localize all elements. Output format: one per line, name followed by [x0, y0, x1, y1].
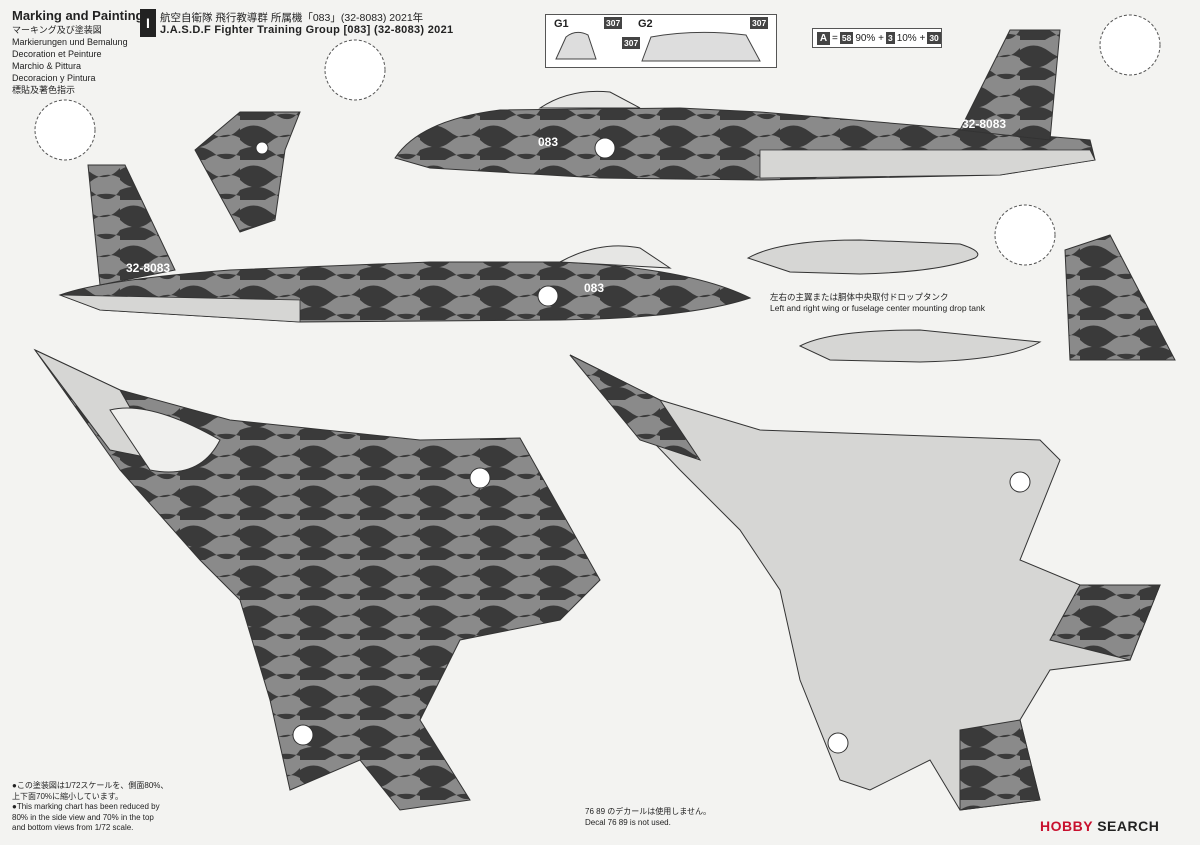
- color-a-badge: A: [817, 31, 830, 45]
- drop-tanks: [746, 239, 1042, 363]
- header-line-fr: Decoration et Peinture: [12, 49, 102, 59]
- g1-code: 307: [604, 17, 623, 29]
- page-title: Marking and Painting: [12, 8, 144, 23]
- g1-code-2: 307: [622, 37, 641, 49]
- drop-tank-caption-jp: 左右の主翼または胴体中央取付ドロップタンク: [770, 292, 949, 302]
- color-58: 58: [839, 32, 854, 44]
- color-30: 30: [927, 32, 941, 44]
- scale-note-line: 80% in the side view and 70% in the top: [12, 812, 154, 822]
- color-mix-formula: A = 58 90% + 3 10% + 30: [812, 28, 942, 48]
- pct-90: 90% +: [855, 32, 884, 44]
- scale-note-line: and bottom views from 1/72 scale.: [12, 823, 134, 832]
- top-view: [33, 348, 601, 811]
- g2-code: 307: [750, 17, 769, 29]
- canopy-detail-box: G1 G2 307 307 307: [545, 14, 777, 68]
- hobby-search-logo: HOBBY SEARCH: [1040, 818, 1159, 834]
- vertical-tail-right: [1064, 234, 1176, 361]
- pct-10: 10% +: [896, 32, 926, 44]
- scale-note-line: ●この塗装図は1/72スケールを、側面80%、: [12, 781, 169, 790]
- subtitle-jp: 航空自衛隊 飛行教導群 所属機「083」(32-8083) 2021年: [160, 12, 424, 24]
- g1-label: G1: [554, 18, 569, 30]
- logo-rest: SEARCH: [1092, 818, 1160, 834]
- drop-tank-caption-en: Left and right wing or fuselage center m…: [770, 303, 985, 313]
- header-line-es: Decoracion y Pintura: [12, 73, 96, 83]
- decal-note: 76 89 のデカールは使用しません。 Decal 76 89 is not u…: [585, 806, 711, 828]
- vertical-tail-left: [194, 111, 301, 233]
- header-line-it: Marchio & Pittura: [12, 61, 82, 71]
- header-line-de: Markierungen und Bemalung: [12, 37, 128, 47]
- scale-note: ●この塗装図は1/72スケールを、側面80%、 上下面70%に縮小しています。 …: [12, 781, 182, 834]
- side-code-middle: 083: [584, 281, 604, 295]
- g2-label: G2: [638, 18, 653, 30]
- header-line-cn: 標貼及著色指示: [12, 85, 76, 95]
- subtitle-en: J.A.S.D.F Fighter Training Group [083] (…: [160, 24, 454, 36]
- side-serial-top: 32-8083: [962, 117, 1006, 131]
- side-view-middle: 32-8083 083: [58, 164, 752, 323]
- decal-note-jp: 76 89 のデカールは使用しません。: [585, 807, 712, 816]
- scheme-marker: I: [140, 9, 156, 37]
- missile-callouts: [34, 14, 1161, 266]
- side-serial-middle: 32-8083: [126, 261, 170, 275]
- color-3: 3: [885, 32, 895, 44]
- scale-note-line: ●This marking chart has been reduced by: [12, 802, 160, 811]
- drop-tank-caption: 左右の主翼または胴体中央取付ドロップタンク Left and right win…: [770, 292, 985, 314]
- canopy-sketch: [555, 31, 761, 62]
- side-view-top: 083 32-8083: [394, 29, 1096, 181]
- side-code-top: 083: [538, 135, 558, 149]
- logo-brand: HOBBY: [1040, 818, 1093, 834]
- header-line-jp: マーキング及び塗装図: [12, 25, 102, 35]
- bottom-view: [569, 354, 1161, 811]
- decal-note-en: Decal 76 89 is not used.: [585, 818, 671, 827]
- scale-note-line: 上下面70%に縮小しています。: [12, 791, 123, 801]
